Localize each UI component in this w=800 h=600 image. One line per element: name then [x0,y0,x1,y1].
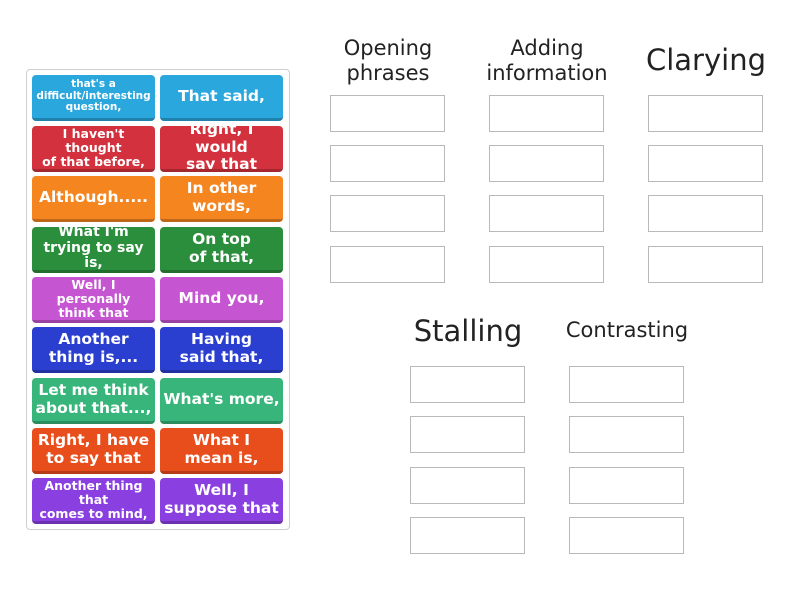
drop-zone-adding-3[interactable] [489,195,604,232]
tile-whats-more[interactable]: What's more, [160,378,283,424]
column-title-stalling: Stalling [413,314,523,348]
column-title-clarying: Clarying [645,43,766,77]
drop-zone-clarying-4[interactable] [648,246,763,283]
column-title-adding-information: Adding information [486,36,608,85]
drop-zone-opening-2[interactable] [330,145,445,182]
tile-on-top-of-that[interactable]: On top of that, [160,227,283,273]
drop-zone-stalling-2[interactable] [410,416,525,453]
tile-let-me-think[interactable]: Let me think about that..., [32,378,155,424]
drop-zone-stalling-1[interactable] [410,366,525,403]
tile-right-have-to-say[interactable]: Right, I have to say that [32,428,155,474]
column-title-opening-phrases: Opening phrases [343,36,433,85]
tile-what-im-trying[interactable]: What I'm trying to say is, [32,227,155,273]
tile-having-said-that[interactable]: Having said that, [160,327,283,373]
drop-zone-contrasting-3[interactable] [569,467,684,504]
drop-zone-stalling-4[interactable] [410,517,525,554]
tile-mind-you[interactable]: Mind you, [160,277,283,323]
tile-that-said[interactable]: That said, [160,75,283,121]
tile-what-i-mean[interactable]: What I mean is, [160,428,283,474]
drop-zone-clarying-1[interactable] [648,95,763,132]
tile-another-thing-is[interactable]: Another thing is,... [32,327,155,373]
drop-zone-clarying-2[interactable] [648,145,763,182]
drop-zone-opening-1[interactable] [330,95,445,132]
drop-zone-contrasting-2[interactable] [569,416,684,453]
tile-difficult-question[interactable]: that's a difficult/interesting question, [32,75,155,121]
tile-although[interactable]: Although..... [32,176,155,222]
drop-zone-contrasting-1[interactable] [569,366,684,403]
tile-personally-think[interactable]: Well, I personally think that [32,277,155,323]
tile-havent-thought[interactable]: I haven't thought of that before, [32,126,155,172]
drop-zone-clarying-3[interactable] [648,195,763,232]
tile-right-would-say[interactable]: Right, I would say that [160,126,283,172]
tile-in-other-words[interactable]: In other words, [160,176,283,222]
tile-panel: that's a difficult/interesting question,… [26,69,290,530]
drop-zone-stalling-3[interactable] [410,467,525,504]
drop-zone-opening-4[interactable] [330,246,445,283]
drop-zone-opening-3[interactable] [330,195,445,232]
drop-zone-adding-1[interactable] [489,95,604,132]
tile-another-thing-mind[interactable]: Another thing that comes to mind, [32,478,155,524]
drop-zone-adding-2[interactable] [489,145,604,182]
column-title-contrasting: Contrasting [565,318,689,342]
drop-zone-adding-4[interactable] [489,246,604,283]
drop-zone-contrasting-4[interactable] [569,517,684,554]
tile-suppose-that[interactable]: Well, I suppose that [160,478,283,524]
